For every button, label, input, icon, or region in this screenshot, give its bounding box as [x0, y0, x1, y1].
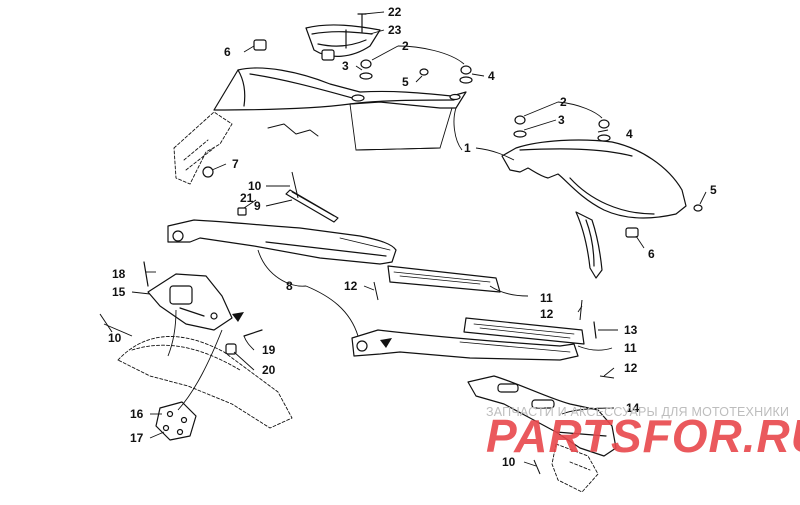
callout-14: 14 [626, 401, 640, 415]
callout-3: 3 [558, 113, 565, 127]
callout-6: 6 [224, 45, 231, 59]
part-8-bar-lower [351, 329, 579, 361]
callout-17: 17 [130, 431, 144, 445]
callout-12: 12 [344, 279, 358, 293]
fasteners [143, 13, 703, 355]
wire-hook [267, 123, 319, 137]
callout-16: 16 [130, 407, 144, 421]
callout-4: 4 [488, 69, 495, 83]
callout-19: 19 [262, 343, 276, 357]
callout-21: 21 [240, 191, 254, 205]
cable-ties [99, 171, 615, 475]
part-1-shroud-left [213, 67, 467, 151]
leader-lines [103, 11, 707, 467]
callout-5: 5 [710, 183, 717, 197]
part-11-plate-upper [387, 265, 501, 293]
callout-15: 15 [112, 285, 126, 299]
part-8-bar-upper [167, 219, 397, 265]
part-23-housing [305, 24, 381, 61]
callout-2: 2 [560, 95, 567, 109]
callout-labels: 22 23 6 2 3 5 4 2 3 4 1 5 6 7 10 21 9 8 … [108, 5, 717, 469]
part-15-bracket [147, 273, 233, 331]
callout-11: 11 [540, 291, 553, 305]
callout-18: 18 [112, 267, 126, 281]
callout-10: 10 [108, 331, 122, 345]
watermark: ЗАПЧАСТИ И АКСЕССУАРЫ ДЛЯ МОТОТЕХНИКИ PA… [486, 405, 800, 462]
callout-11: 11 [624, 341, 637, 355]
callout-20: 20 [262, 363, 276, 377]
callout-12: 12 [624, 361, 638, 375]
callout-1: 1 [464, 141, 471, 155]
bracket-ghost-left [173, 111, 233, 185]
watermark-logo: PARTSFOR.RU [486, 410, 800, 462]
callout-5: 5 [402, 75, 409, 89]
callout-10: 10 [502, 455, 516, 469]
watermark-tagline: ЗАПЧАСТИ И АКСЕССУАРЫ ДЛЯ МОТОТЕХНИКИ [486, 405, 789, 419]
callout-7: 7 [232, 157, 239, 171]
callout-23: 23 [388, 23, 402, 37]
frame-ghost-left [117, 336, 293, 429]
part-1-shroud-right [501, 139, 687, 279]
callout-13: 13 [624, 323, 638, 337]
callout-22: 22 [388, 5, 402, 19]
callout-9: 9 [254, 199, 261, 213]
arrow-markers [232, 312, 392, 348]
callout-10: 10 [248, 179, 262, 193]
callout-3: 3 [342, 59, 349, 73]
callout-2: 2 [402, 39, 409, 53]
frame-ghost-right [551, 443, 599, 493]
callout-4: 4 [626, 127, 633, 141]
callout-6: 6 [648, 247, 655, 261]
part-14-bracket [467, 375, 617, 457]
callout-12: 12 [540, 307, 554, 321]
part-16-plate [155, 401, 197, 441]
callout-8: 8 [286, 279, 293, 293]
part-11-plate-lower [463, 317, 585, 345]
part-9-rod [285, 189, 339, 223]
